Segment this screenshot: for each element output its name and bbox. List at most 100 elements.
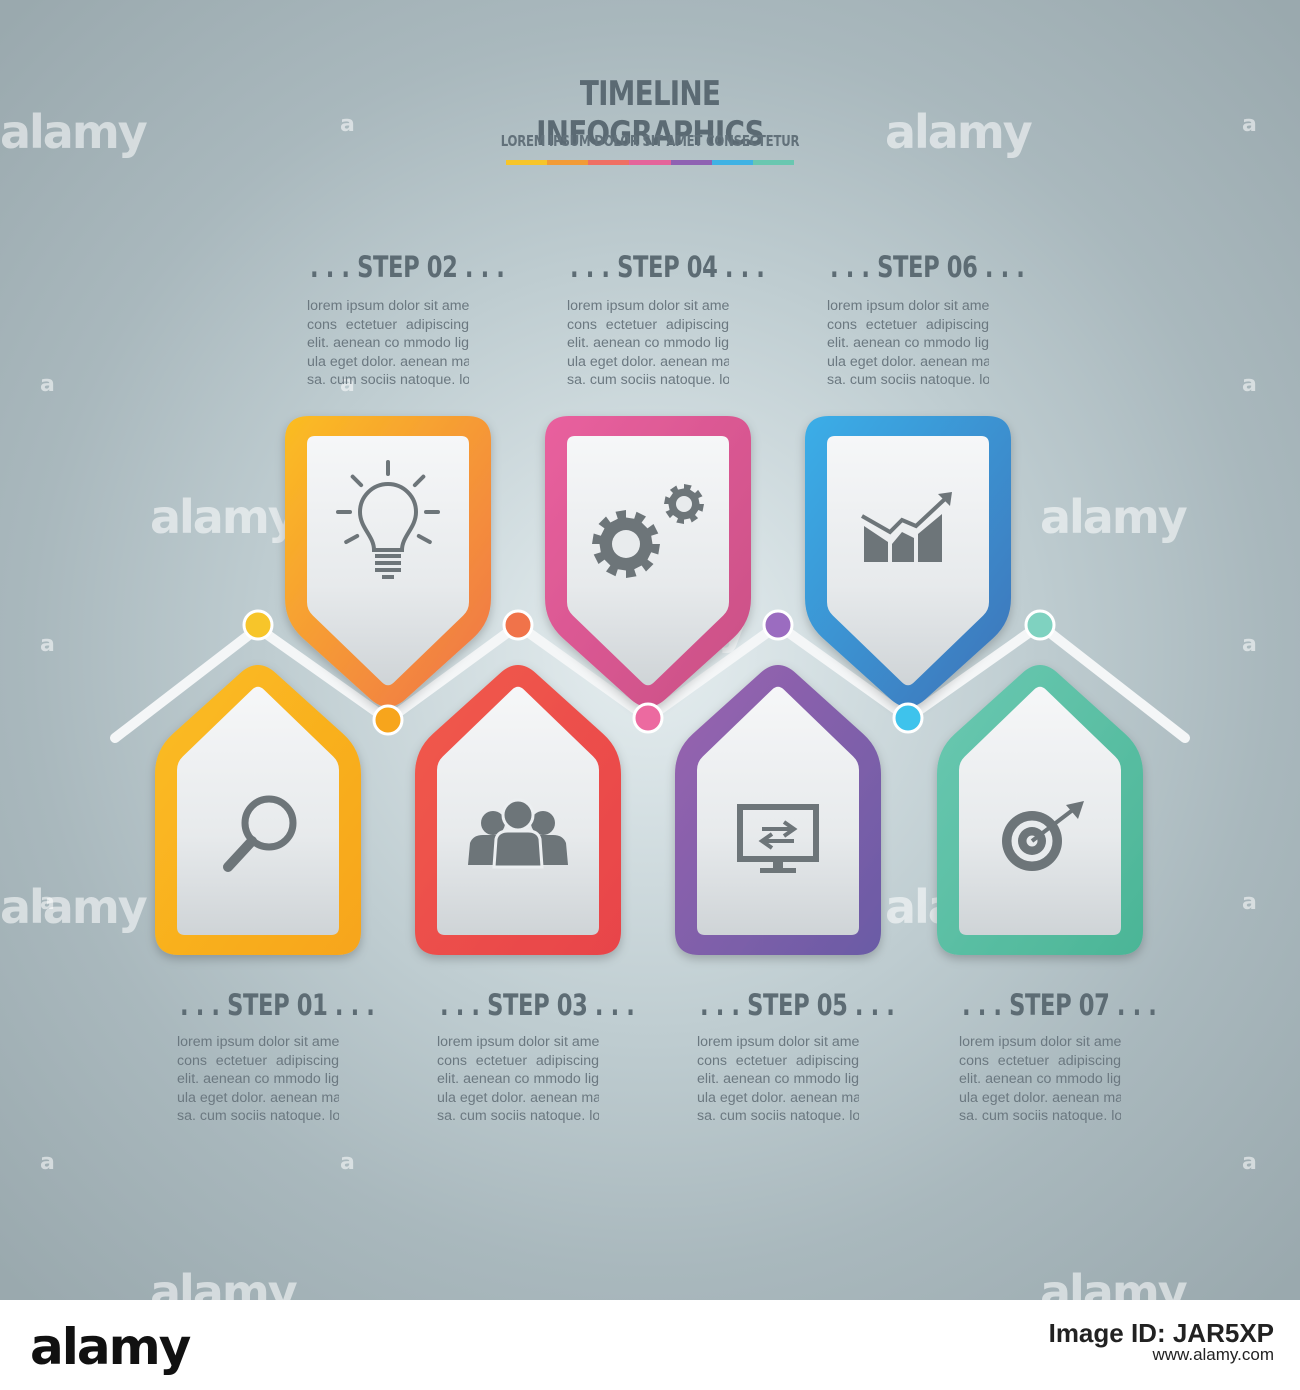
watermark-letter: a xyxy=(1242,632,1257,657)
step-label: STEP 02 xyxy=(357,250,458,284)
description-line: ula eget dolor. aenean mas xyxy=(697,1089,859,1106)
description-line: cons ectetuer adipiscing xyxy=(697,1052,859,1069)
ellipsis-decoration: . . . xyxy=(962,988,1010,1022)
description-line: sa. cum sociis natoque. lor xyxy=(437,1108,599,1124)
step-description: lorem ipsum dolor sit amet, cons ectetuer… xyxy=(307,297,469,390)
color-bar-segment xyxy=(588,160,630,165)
description-line: lorem ipsum dolor sit amet, xyxy=(177,1034,339,1050)
step-title: . . . STEP 02 . . . xyxy=(310,250,505,284)
description-line: lorem ipsum dolor sit amet, xyxy=(567,298,729,314)
description-line: sa. cum sociis natoque. lor xyxy=(307,372,469,388)
image-id: Image ID: JAR5XP xyxy=(1048,1318,1274,1348)
color-bar-segment xyxy=(506,160,548,165)
timeline-node-dot xyxy=(1024,609,1056,641)
watermark-text: alamy xyxy=(0,880,148,934)
description-line: elit. aenean co mmodo lig xyxy=(437,1071,599,1087)
timeline-node-dot xyxy=(892,702,924,734)
step-label: STEP 06 xyxy=(877,250,978,284)
timeline-node-dot xyxy=(242,609,274,641)
timeline-node-dot xyxy=(372,704,404,736)
step-card-face xyxy=(177,686,339,935)
step-label: STEP 01 xyxy=(227,988,328,1022)
ellipsis-decoration: . . . xyxy=(700,988,748,1022)
step-label: STEP 03 xyxy=(487,988,588,1022)
description-line: cons ectetuer adipiscing xyxy=(959,1052,1121,1069)
timeline-node-dot xyxy=(762,609,794,641)
ellipsis-decoration: . . . xyxy=(977,250,1025,284)
step-card xyxy=(285,416,491,707)
description-line: lorem ipsum dolor sit amet, xyxy=(437,1034,599,1050)
step-card xyxy=(937,665,1143,955)
description-line: cons ectetuer adipiscing xyxy=(567,316,729,333)
step-description: lorem ipsum dolor sit amet, cons ectetuer… xyxy=(567,297,729,390)
description-line: ula eget dolor. aenean mas xyxy=(177,1089,339,1106)
step-title: . . . STEP 04 . . . xyxy=(570,250,765,284)
growth-chart-icon xyxy=(861,492,952,562)
step-card xyxy=(415,665,621,955)
ellipsis-decoration: . . . xyxy=(327,988,375,1022)
page-subtitle: LOREM IPSUM DOLOR SIT AMET CONSECTETUR xyxy=(500,132,800,150)
step-card-face xyxy=(959,686,1121,935)
watermark-letter: a xyxy=(340,372,355,397)
step-card xyxy=(155,665,361,955)
description-line: elit. aenean co mmodo lig xyxy=(959,1071,1121,1087)
description-line: sa. cum sociis natoque. lor xyxy=(177,1108,339,1124)
watermark-letter: a xyxy=(340,1150,355,1175)
ellipsis-decoration: . . . xyxy=(587,988,635,1022)
target-icon xyxy=(1002,801,1084,871)
step-label: STEP 04 xyxy=(617,250,718,284)
watermark-letter: a xyxy=(340,112,355,137)
step-title: . . . STEP 03 . . . xyxy=(440,988,635,1022)
watermark-text: alamy xyxy=(885,105,1033,159)
step-card-face xyxy=(307,436,469,686)
watermark-letter: a xyxy=(40,372,55,397)
color-bar-segment xyxy=(670,160,712,165)
description-line: ula eget dolor. aenean mas xyxy=(959,1089,1121,1106)
color-bar-segment xyxy=(629,160,671,165)
watermark-letter: a xyxy=(40,632,55,657)
ellipsis-decoration: . . . xyxy=(310,250,358,284)
step-description: lorem ipsum dolor sit amet, cons ectetuer… xyxy=(959,1033,1121,1126)
color-bar-segment xyxy=(711,160,753,165)
ellipsis-decoration: . . . xyxy=(717,250,765,284)
description-line: elit. aenean co mmodo lig xyxy=(177,1071,339,1087)
watermark-text: alamy xyxy=(150,1265,298,1300)
watermark-text: alamy xyxy=(0,105,148,159)
description-line: cons ectetuer adipiscing xyxy=(307,316,469,333)
ellipsis-decoration: . . . xyxy=(457,250,505,284)
step-label: STEP 07 xyxy=(1009,988,1110,1022)
gears-icon xyxy=(592,484,704,578)
step-label: STEP 05 xyxy=(747,988,848,1022)
step-card xyxy=(805,416,1011,707)
description-line: sa. cum sociis natoque. lor xyxy=(827,372,989,388)
monitor-transfer-icon xyxy=(737,804,819,873)
watermark-text: alamy xyxy=(1040,1265,1188,1300)
color-bar-segment xyxy=(752,160,794,165)
step-description: lorem ipsum dolor sit amet,cons ectetuer… xyxy=(437,1033,599,1126)
description-line: lorem ipsum dolor sit amet, xyxy=(959,1034,1121,1050)
timeline-diagram xyxy=(110,416,1190,955)
step-description: lorem ipsum dolor sit amet,cons ectetuer… xyxy=(697,1033,859,1126)
site-url: www.alamy.com xyxy=(1152,1345,1274,1364)
watermark-text: alamy xyxy=(1040,490,1188,544)
stock-footer: alamy Image ID: JAR5XP www.alamy.com xyxy=(0,1300,1300,1390)
description-line: cons ectetuer adipiscing xyxy=(177,1052,339,1069)
ellipsis-decoration: . . . xyxy=(1109,988,1157,1022)
description-line: cons ectetuer adipiscing xyxy=(827,316,989,333)
magnifier-icon xyxy=(223,795,297,872)
brand-logo: alamy xyxy=(30,1318,191,1376)
step-title: . . . STEP 01 . . . xyxy=(180,988,375,1022)
watermark-letter: a xyxy=(1242,890,1257,915)
team-icon xyxy=(468,798,568,869)
timeline-node-dot xyxy=(632,702,664,734)
description-line: sa. cum sociis natoque. lor xyxy=(567,372,729,388)
ellipsis-decoration: . . . xyxy=(847,988,895,1022)
step-title: . . . STEP 06 . . . xyxy=(830,250,1025,284)
step-description: lorem ipsum dolor sit amet, cons ectetuer… xyxy=(177,1033,339,1126)
ellipsis-decoration: . . . xyxy=(180,988,228,1022)
infographic-canvas: alamyalamyalamyalamyalamyalamyalamyalamy… xyxy=(0,0,1300,1300)
timeline-node-dot xyxy=(502,609,534,641)
page-title: TIMELINE INFOGRAPHICS xyxy=(536,74,765,154)
description-line: lorem ipsum dolor sit amet, xyxy=(307,298,469,314)
watermark-letter: a xyxy=(40,1150,55,1175)
